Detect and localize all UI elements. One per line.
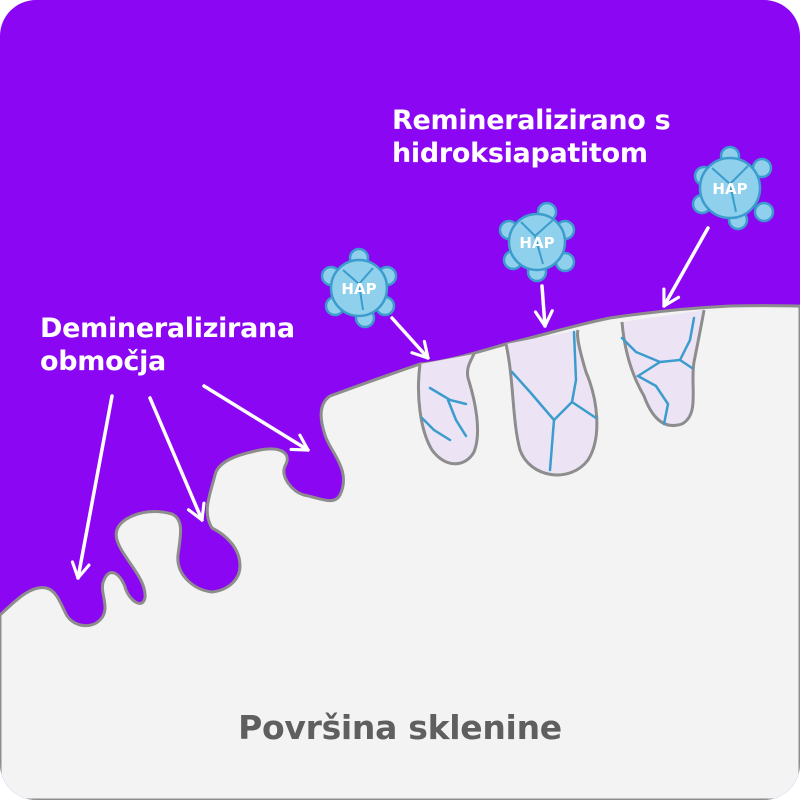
demineralized-label-line-1: Demineralizirana	[40, 313, 295, 344]
hap-particle-label: HAP	[341, 280, 376, 298]
remineralized-pit-2	[504, 329, 599, 477]
arrows	[70, 226, 710, 580]
hap-particle-1: HAP	[320, 247, 398, 329]
arrow-down-icon	[662, 226, 710, 308]
arrow-down-icon	[148, 396, 206, 522]
remineralized-pit-1	[417, 353, 480, 466]
enamel-surface	[0, 304, 800, 800]
arrow-down-icon	[390, 316, 430, 360]
arrow-down-icon	[202, 384, 310, 452]
remineralized-label-line-1: Remineralizirano s	[392, 105, 671, 136]
enamel-surface-label: Površina sklenine	[238, 708, 562, 747]
hap-particle-label: HAP	[712, 180, 747, 198]
arrow-down-icon	[533, 284, 554, 328]
remineralized-pit-3	[620, 309, 706, 427]
hap-particle-2: HAP	[498, 201, 576, 283]
arrow-down-icon	[70, 394, 114, 580]
hap-particle-label: HAP	[519, 234, 554, 252]
remineralized-label: Remineralizirano s hidroksiapatitom	[392, 104, 671, 170]
demineralized-label-line-2: območja	[40, 346, 166, 377]
demineralized-label: Demineralizirana območja	[40, 312, 295, 378]
hap-crystal-cluster-icon	[498, 201, 576, 283]
hap-crystal-lines	[420, 316, 696, 472]
remineralized-label-line-2: hidroksiapatitom	[392, 138, 648, 169]
hap-particle-3: HAP	[691, 145, 775, 231]
